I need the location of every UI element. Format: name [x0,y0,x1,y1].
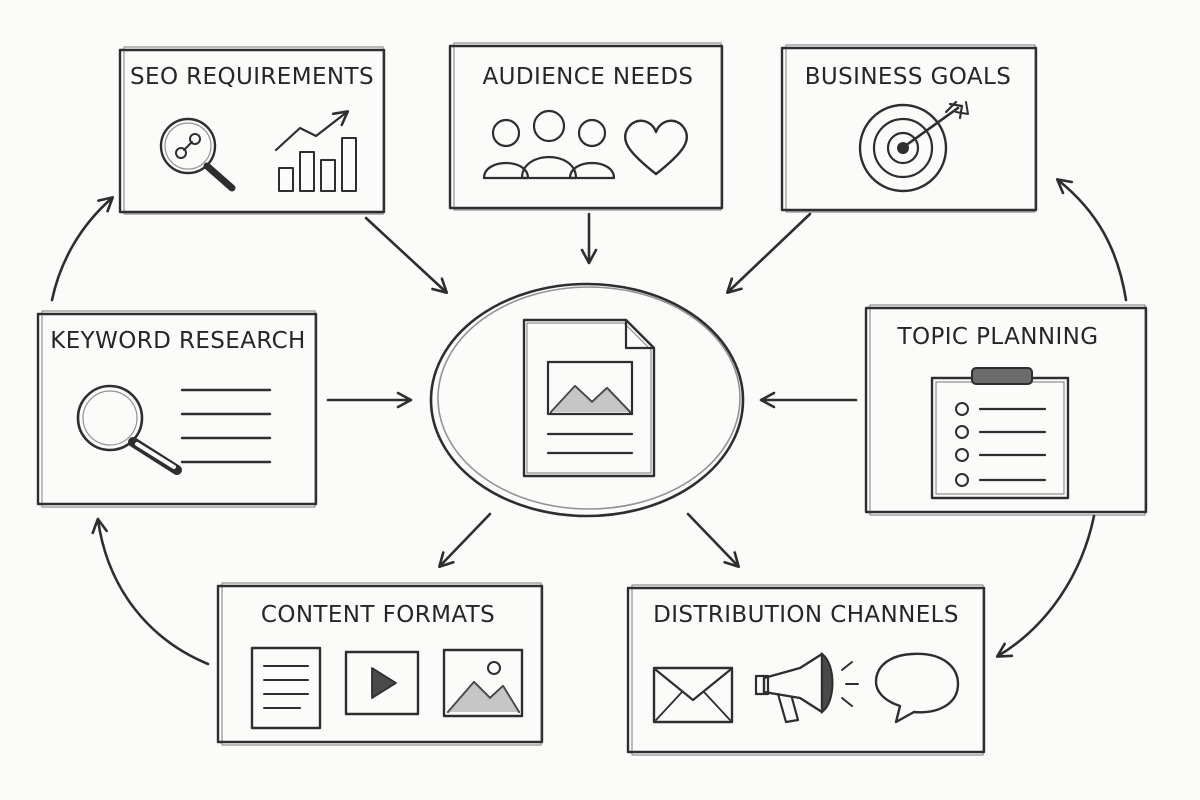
clipboard-checklist-icon [930,367,1070,500]
speech-bubble-icon [874,652,960,724]
box-seo-requirements: SEO REQUIREMENTS [118,46,386,215]
box-title: CONTENT FORMATS [261,602,495,628]
megaphone-icon [754,652,859,724]
box-audience-needs: AUDIENCE NEEDS [448,42,724,211]
box-distribution-channels: DISTRIBUTION CHANNELS [626,584,986,756]
people-group-icon [482,109,616,180]
image-icon [442,648,524,718]
box-title: SEO REQUIREMENTS [130,64,374,90]
box-keyword-research: KEYWORD RESEARCH [36,310,318,508]
document-icon [250,646,322,730]
arrow-topic-to-distribution [995,514,1096,658]
box-title: TOPIC PLANNING [897,324,1099,350]
arrow-formats-to-keyword [91,517,210,666]
target-arrow-icon [858,100,969,193]
bar-chart-trend-icon [274,110,357,192]
heart-icon [623,119,689,176]
magnifier-icon [76,384,182,475]
arrow-keyword-to-seo [50,196,115,302]
arrows [50,178,1128,666]
box-title: DISTRIBUTION CHANNELS [653,602,959,628]
envelope-icon [652,666,734,724]
box-title: KEYWORD RESEARCH [50,328,305,354]
arrow-center-to-distribution [686,512,740,569]
magnifier-link-icon [159,117,236,192]
arrow-center-to-formats [438,512,492,569]
video-play-icon [344,650,420,716]
box-content-formats: CONTENT FORMATS [216,582,544,746]
box-business-goals: BUSINESS GOALS [780,44,1038,213]
arrow-seo-to-center [364,216,449,294]
arrow-goals-to-center [725,212,812,294]
box-title: AUDIENCE NEEDS [483,64,694,90]
text-lines-icon [180,388,272,464]
box-title: BUSINESS GOALS [805,64,1012,90]
box-topic-planning: TOPIC PLANNING [864,304,1148,516]
center-content-hub [429,282,745,518]
arrow-topic-to-goals [1055,178,1128,302]
content-document-icon [522,318,656,478]
